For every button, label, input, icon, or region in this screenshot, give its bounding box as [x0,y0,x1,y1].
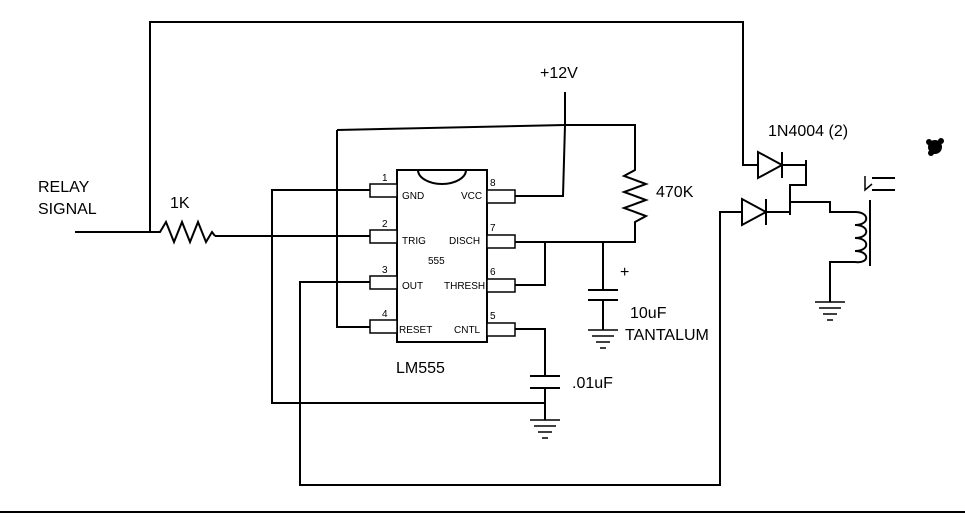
diode-upper [757,150,807,180]
resistor-470k [621,165,649,225]
lm555-chip: 1 2 3 4 8 7 6 5 GND TRIG OUT RESET VCC D… [369,169,516,343]
ink-blot-mark [926,138,944,156]
chip-inner-label: 555 [428,256,445,267]
relay-signal-label-line1: RELAY [38,179,90,196]
cap-001uf-label: .01uF [572,375,613,392]
cap-10uf-value-label: 10uF [630,305,667,322]
pin-disch-label: DISCH [449,236,480,247]
pin-cntl-label: CNTL [454,325,481,336]
vcc-label: +12V [540,65,578,82]
capacitor-001uf [530,375,560,439]
pin-8-number: 8 [490,178,496,189]
pin-gnd-label: GND [402,191,424,202]
ground-symbol-relay [815,301,845,321]
pin-6-number: 6 [490,267,496,278]
pin-5-number: 5 [490,311,496,322]
chip-name-label: LM555 [396,360,445,377]
diode-lower [741,197,780,227]
r1-label: 1K [170,195,190,212]
relay-coil [854,176,895,266]
pin-7-number: 7 [490,223,496,234]
cap-10uf-type-label: TANTALUM [625,327,709,344]
pin-3-number: 3 [382,265,388,276]
pin-reset-label: RESET [399,325,432,336]
resistor-1k [150,219,216,245]
relay-signal-label-line2: SIGNAL [38,201,97,218]
cap-polarity-label: + [620,264,629,281]
pin-trig-label: TRIG [402,236,426,247]
pin-out-label: OUT [402,281,423,292]
diodes-label: 1N4004 (2) [768,123,848,140]
pin-1-number: 1 [382,173,388,184]
pin-2-number: 2 [382,219,388,230]
capacitor-10uf [588,289,618,349]
pin-4-number: 4 [382,309,388,320]
pin-vcc-label: VCC [461,191,482,202]
r2-label: 470K [656,184,694,201]
pin-thresh-label: THRESH [444,281,485,292]
wiring [75,21,855,486]
